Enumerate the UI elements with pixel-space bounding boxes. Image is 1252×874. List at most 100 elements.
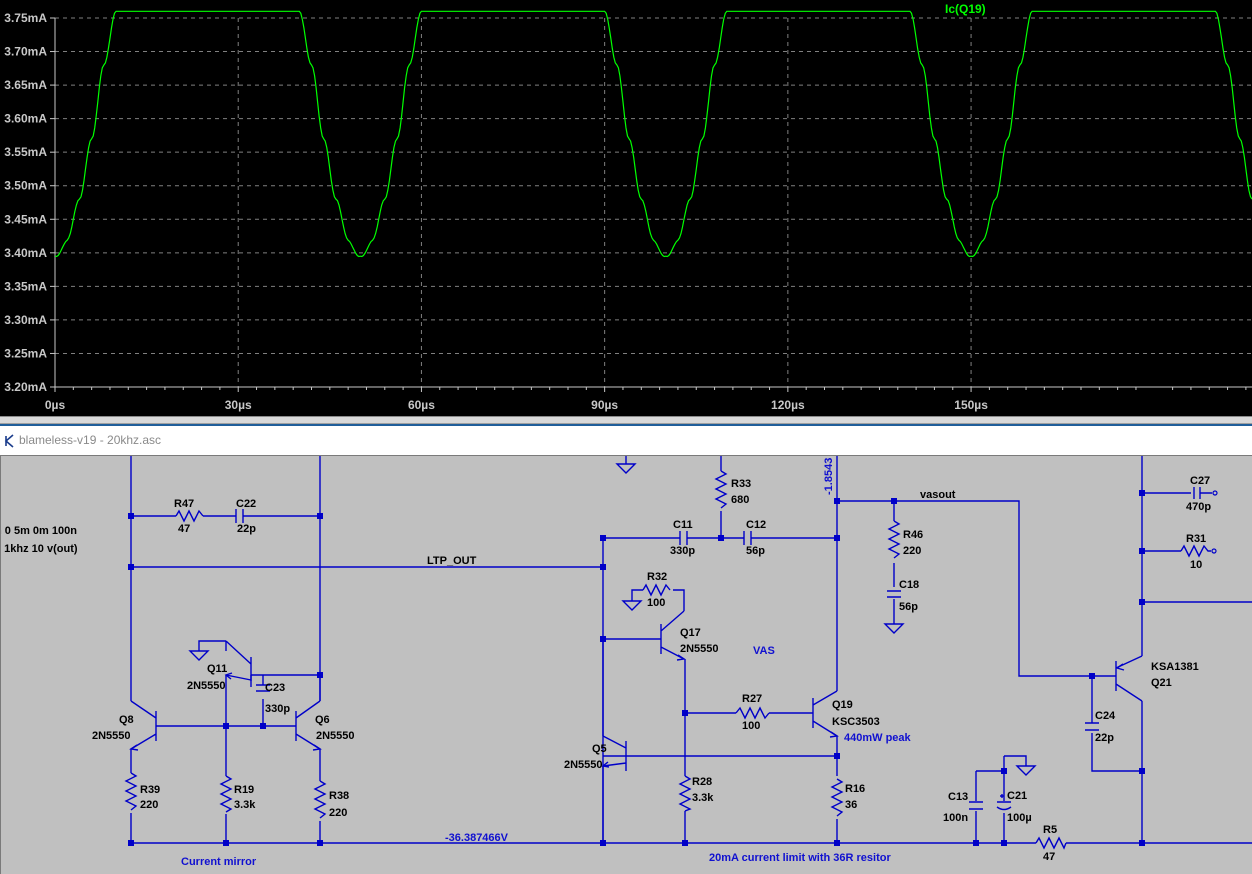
part-name-q8[interactable]: Q8 bbox=[119, 714, 134, 726]
part-name-r33[interactable]: R33 bbox=[731, 478, 751, 490]
trace-line[interactable] bbox=[55, 10, 1252, 258]
part-value-r33[interactable]: 680 bbox=[731, 494, 749, 506]
part-name-c21[interactable]: C21 bbox=[1007, 790, 1027, 802]
resistor-r32-symbol[interactable] bbox=[642, 583, 671, 597]
part-value-c24[interactable]: 22p bbox=[1095, 732, 1114, 744]
capacitor-c18-symbol[interactable] bbox=[887, 590, 901, 598]
part-value-r28[interactable]: 3.3k bbox=[692, 792, 714, 804]
trace-ic-q19[interactable] bbox=[55, 10, 1252, 258]
part-value-q11[interactable]: 2N5550 bbox=[187, 680, 226, 692]
part-name-r39[interactable]: R39 bbox=[140, 784, 160, 796]
comment-current-limit[interactable]: 20mA current limit with 36R resitor bbox=[709, 852, 891, 864]
part-value-r19[interactable]: 3.3k bbox=[234, 799, 256, 811]
transistor-q6-symbol[interactable] bbox=[295, 700, 322, 751]
part-name-r19[interactable]: R19 bbox=[234, 784, 254, 796]
part-name-q11[interactable]: Q11 bbox=[207, 663, 227, 675]
net-label-vasout[interactable]: vasout bbox=[920, 489, 956, 501]
resistor-r39-symbol[interactable] bbox=[124, 772, 138, 811]
part-name-q19[interactable]: Q19 bbox=[832, 699, 853, 711]
part-name-r27[interactable]: R27 bbox=[742, 693, 762, 705]
part-value-c11[interactable]: 330p bbox=[670, 545, 695, 557]
part-name-r16[interactable]: R16 bbox=[845, 783, 865, 795]
part-name-r38[interactable]: R38 bbox=[329, 790, 349, 802]
part-name-c18[interactable]: C18 bbox=[899, 579, 919, 591]
part-name-c23[interactable]: C23 bbox=[265, 682, 285, 694]
resistor-r27-symbol[interactable] bbox=[735, 706, 770, 720]
part-name-r46[interactable]: R46 bbox=[903, 529, 923, 541]
schematic-canvas[interactable]: R47 47 C22 22p Q11 2N5550 C23 330p Q8 2N… bbox=[0, 455, 1252, 874]
part-value-c21[interactable]: 100µ bbox=[1007, 812, 1032, 824]
resistor-r33-symbol[interactable] bbox=[714, 470, 728, 509]
part-value-c27[interactable]: 470p bbox=[1186, 501, 1211, 513]
part-value-r16[interactable]: 36 bbox=[845, 799, 857, 811]
part-name-r28[interactable]: R28 bbox=[692, 776, 712, 788]
part-value-q8[interactable]: 2N5550 bbox=[92, 730, 131, 742]
part-value-c23[interactable]: 330p bbox=[265, 703, 290, 715]
comment-440mw-peak[interactable]: 440mW peak bbox=[844, 732, 912, 744]
resistor-r16-symbol[interactable] bbox=[830, 778, 844, 817]
capacitor-c23-symbol[interactable] bbox=[256, 684, 270, 692]
part-name-r47[interactable]: R47 bbox=[174, 498, 194, 510]
part-name-r32[interactable]: R32 bbox=[647, 571, 667, 583]
capacitor-c24-symbol[interactable] bbox=[1085, 722, 1099, 731]
part-value-q6[interactable]: 2N5550 bbox=[316, 730, 355, 742]
part-name-q5[interactable]: Q5 bbox=[592, 743, 607, 755]
resistor-r19-symbol[interactable] bbox=[219, 775, 233, 813]
resistor-r31-symbol[interactable] bbox=[1180, 544, 1211, 558]
part-value-c22[interactable]: 22p bbox=[237, 523, 256, 535]
part-value-r31[interactable]: 10 bbox=[1190, 559, 1202, 571]
part-name-c12[interactable]: C12 bbox=[746, 519, 766, 531]
transistor-q8-symbol[interactable] bbox=[129, 700, 157, 751]
capacitor-c22-symbol[interactable] bbox=[233, 509, 246, 523]
capacitor-c13-symbol[interactable] bbox=[969, 801, 983, 810]
resistor-r47-symbol[interactable] bbox=[175, 509, 204, 523]
schematic-window-titlebar[interactable]: blameless-v19 - 20khz.asc bbox=[0, 424, 1252, 455]
part-name-q17[interactable]: Q17 bbox=[680, 627, 701, 639]
transistor-q17-symbol[interactable] bbox=[660, 610, 686, 661]
part-value-r47[interactable]: 47 bbox=[178, 523, 190, 535]
part-value-q5[interactable]: 2N5550 bbox=[564, 759, 603, 771]
sim-directive-tran[interactable]: n 0 5m 0m 100n bbox=[1, 525, 77, 537]
part-value-r32[interactable]: 100 bbox=[647, 597, 665, 609]
part-value-c18[interactable]: 56p bbox=[899, 601, 918, 613]
waveform-plot[interactable]: 3.20mA3.25mA3.30mA3.35mA3.40mA3.45mA3.50… bbox=[0, 0, 1252, 416]
transistor-q5-symbol[interactable] bbox=[601, 735, 627, 771]
transistor-q11-symbol[interactable] bbox=[224, 640, 252, 687]
resistor-r28-symbol[interactable] bbox=[678, 775, 692, 812]
resistor-r5-symbol[interactable] bbox=[1035, 836, 1067, 850]
part-value-r5[interactable]: 47 bbox=[1043, 851, 1055, 863]
capacitor-c11-symbol[interactable] bbox=[677, 531, 690, 545]
resistor-r38-symbol[interactable] bbox=[313, 780, 327, 819]
part-name-q6[interactable]: Q6 bbox=[315, 714, 330, 726]
node-voltage-bottom[interactable]: -36.387466V bbox=[445, 832, 509, 844]
capacitor-c27-symbol[interactable] bbox=[1193, 487, 1212, 499]
transistor-q21-symbol[interactable] bbox=[1115, 655, 1143, 702]
node-voltage-top[interactable]: -1.8543 bbox=[823, 458, 835, 495]
part-value-q17[interactable]: 2N5550 bbox=[680, 643, 719, 655]
part-value-r38[interactable]: 220 bbox=[329, 807, 347, 819]
part-value-r46[interactable]: 220 bbox=[903, 545, 921, 557]
net-label-ltp-out[interactable]: LTP_OUT bbox=[427, 555, 477, 567]
part-name-q21[interactable]: Q21 bbox=[1151, 677, 1172, 689]
capacitor-c12-symbol[interactable] bbox=[741, 531, 754, 545]
capacitor-c21-symbol[interactable] bbox=[996, 794, 1012, 811]
comment-vas[interactable]: VAS bbox=[753, 645, 775, 657]
trace-label[interactable]: Ic(Q19) bbox=[945, 2, 986, 16]
part-name-c24[interactable]: C24 bbox=[1095, 710, 1116, 722]
pane-splitter[interactable] bbox=[0, 416, 1252, 424]
part-value-r27[interactable]: 100 bbox=[742, 720, 760, 732]
part-name-c11[interactable]: C11 bbox=[673, 519, 693, 531]
part-value-c12[interactable]: 56p bbox=[746, 545, 765, 557]
part-name-c27[interactable]: C27 bbox=[1190, 475, 1210, 487]
part-value-r39[interactable]: 220 bbox=[140, 799, 158, 811]
resistor-r46-symbol[interactable] bbox=[887, 520, 901, 559]
part-value-q19[interactable]: KSC3503 bbox=[832, 716, 880, 728]
part-name-r5[interactable]: R5 bbox=[1043, 824, 1057, 836]
sim-directive-four[interactable]: e 1khz 10 v(out) bbox=[1, 543, 78, 555]
part-name-r31[interactable]: R31 bbox=[1186, 533, 1206, 545]
part-value-q21[interactable]: KSA1381 bbox=[1151, 661, 1199, 673]
transistor-q19-symbol[interactable] bbox=[812, 690, 839, 738]
part-value-c13[interactable]: 100n bbox=[943, 812, 968, 824]
part-name-c22[interactable]: C22 bbox=[236, 498, 256, 510]
